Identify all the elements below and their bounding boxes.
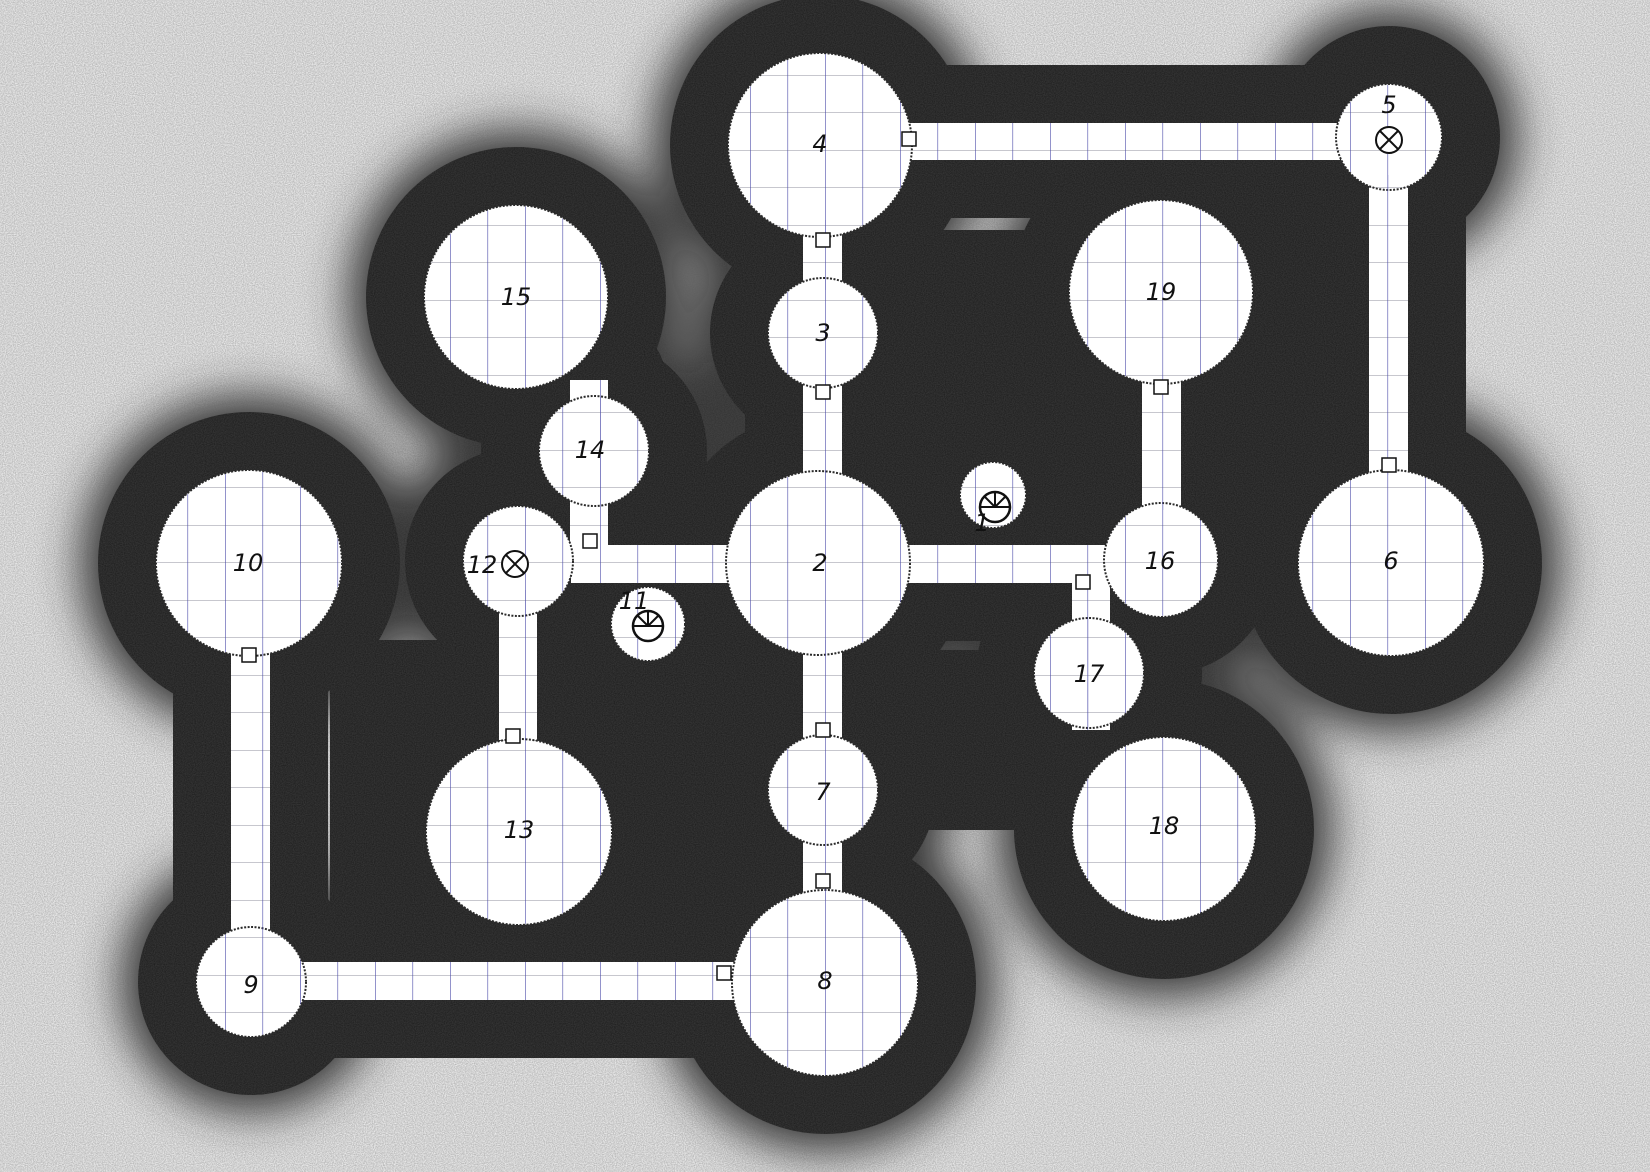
- corridor-grid: [803, 840, 842, 900]
- room-label-11: 11: [619, 587, 650, 615]
- stair-icon: [978, 490, 1012, 524]
- room-label-13: 13: [504, 816, 535, 844]
- room-wall-18: [1071, 736, 1257, 922]
- corridor-grid: [571, 545, 730, 583]
- room-wall-3: [767, 277, 879, 389]
- room-label-19: 19: [1146, 278, 1177, 306]
- room-wall-15: [423, 204, 609, 390]
- room-wall-14: [538, 395, 650, 507]
- room-grid: [729, 54, 911, 236]
- markers: [501, 126, 1403, 643]
- room-grid: [769, 279, 877, 387]
- trap-icon: [1375, 126, 1403, 154]
- door-icon: [716, 965, 732, 981]
- doors: [241, 131, 1397, 981]
- corridor-grid: [290, 962, 735, 1000]
- room-wall-11: [610, 586, 686, 662]
- door-icon: [1381, 457, 1397, 473]
- room-label-7: 7: [815, 778, 831, 806]
- corridor-grid: [570, 380, 608, 545]
- corridor-grid: [1369, 175, 1408, 475]
- door-icon: [241, 647, 257, 663]
- room-grid: [727, 472, 909, 654]
- room-wall-10: [155, 469, 343, 657]
- room-grid: [733, 891, 917, 1075]
- room-wall-1: [959, 461, 1027, 529]
- room-label-18: 18: [1149, 812, 1180, 840]
- door-icon: [1153, 379, 1169, 395]
- corridor-grid: [499, 590, 537, 740]
- room-label-10: 10: [233, 549, 264, 577]
- corridor-grid: [1142, 380, 1181, 510]
- corridor-grid: [1072, 580, 1110, 730]
- door-icon: [815, 722, 831, 738]
- trap-icon: [501, 550, 529, 578]
- room-grid: [1299, 471, 1483, 655]
- room-grid: [1105, 504, 1217, 616]
- room-label-4: 4: [812, 130, 827, 158]
- room-label-6: 6: [1383, 547, 1398, 575]
- room-grid: [157, 471, 341, 655]
- room-label-17: 17: [1074, 660, 1105, 688]
- room-wall-17: [1033, 617, 1145, 729]
- corridor-grid: [231, 650, 270, 930]
- stair-icon: [631, 609, 665, 643]
- room-grid: [1073, 738, 1255, 920]
- door-icon: [1075, 574, 1091, 590]
- room-label-8: 8: [817, 967, 832, 995]
- room-label-12: 12: [467, 551, 498, 579]
- door-icon: [815, 384, 831, 400]
- door-icon: [815, 232, 831, 248]
- room-label-1: 1: [974, 509, 989, 537]
- room-label-14: 14: [575, 436, 606, 464]
- room-wall-7: [767, 734, 879, 846]
- room-label-15: 15: [501, 283, 532, 311]
- door-icon: [901, 131, 917, 147]
- room-grid: [425, 206, 607, 388]
- room-label-2: 2: [812, 549, 827, 577]
- room-label-16: 16: [1145, 547, 1176, 575]
- room-label-5: 5: [1381, 91, 1396, 119]
- door-icon: [815, 873, 831, 889]
- door-icon: [505, 728, 521, 744]
- room-grid: [769, 736, 877, 844]
- floor-area: [155, 52, 1485, 1077]
- room-label-9: 9: [243, 971, 258, 999]
- room-label-3: 3: [815, 319, 830, 347]
- room-grid: [197, 928, 305, 1036]
- corridor-grid: [803, 220, 842, 290]
- door-icon: [582, 533, 598, 549]
- room-grid: [427, 740, 611, 924]
- room-grid: [1070, 201, 1252, 383]
- corridor-grid: [909, 123, 1340, 160]
